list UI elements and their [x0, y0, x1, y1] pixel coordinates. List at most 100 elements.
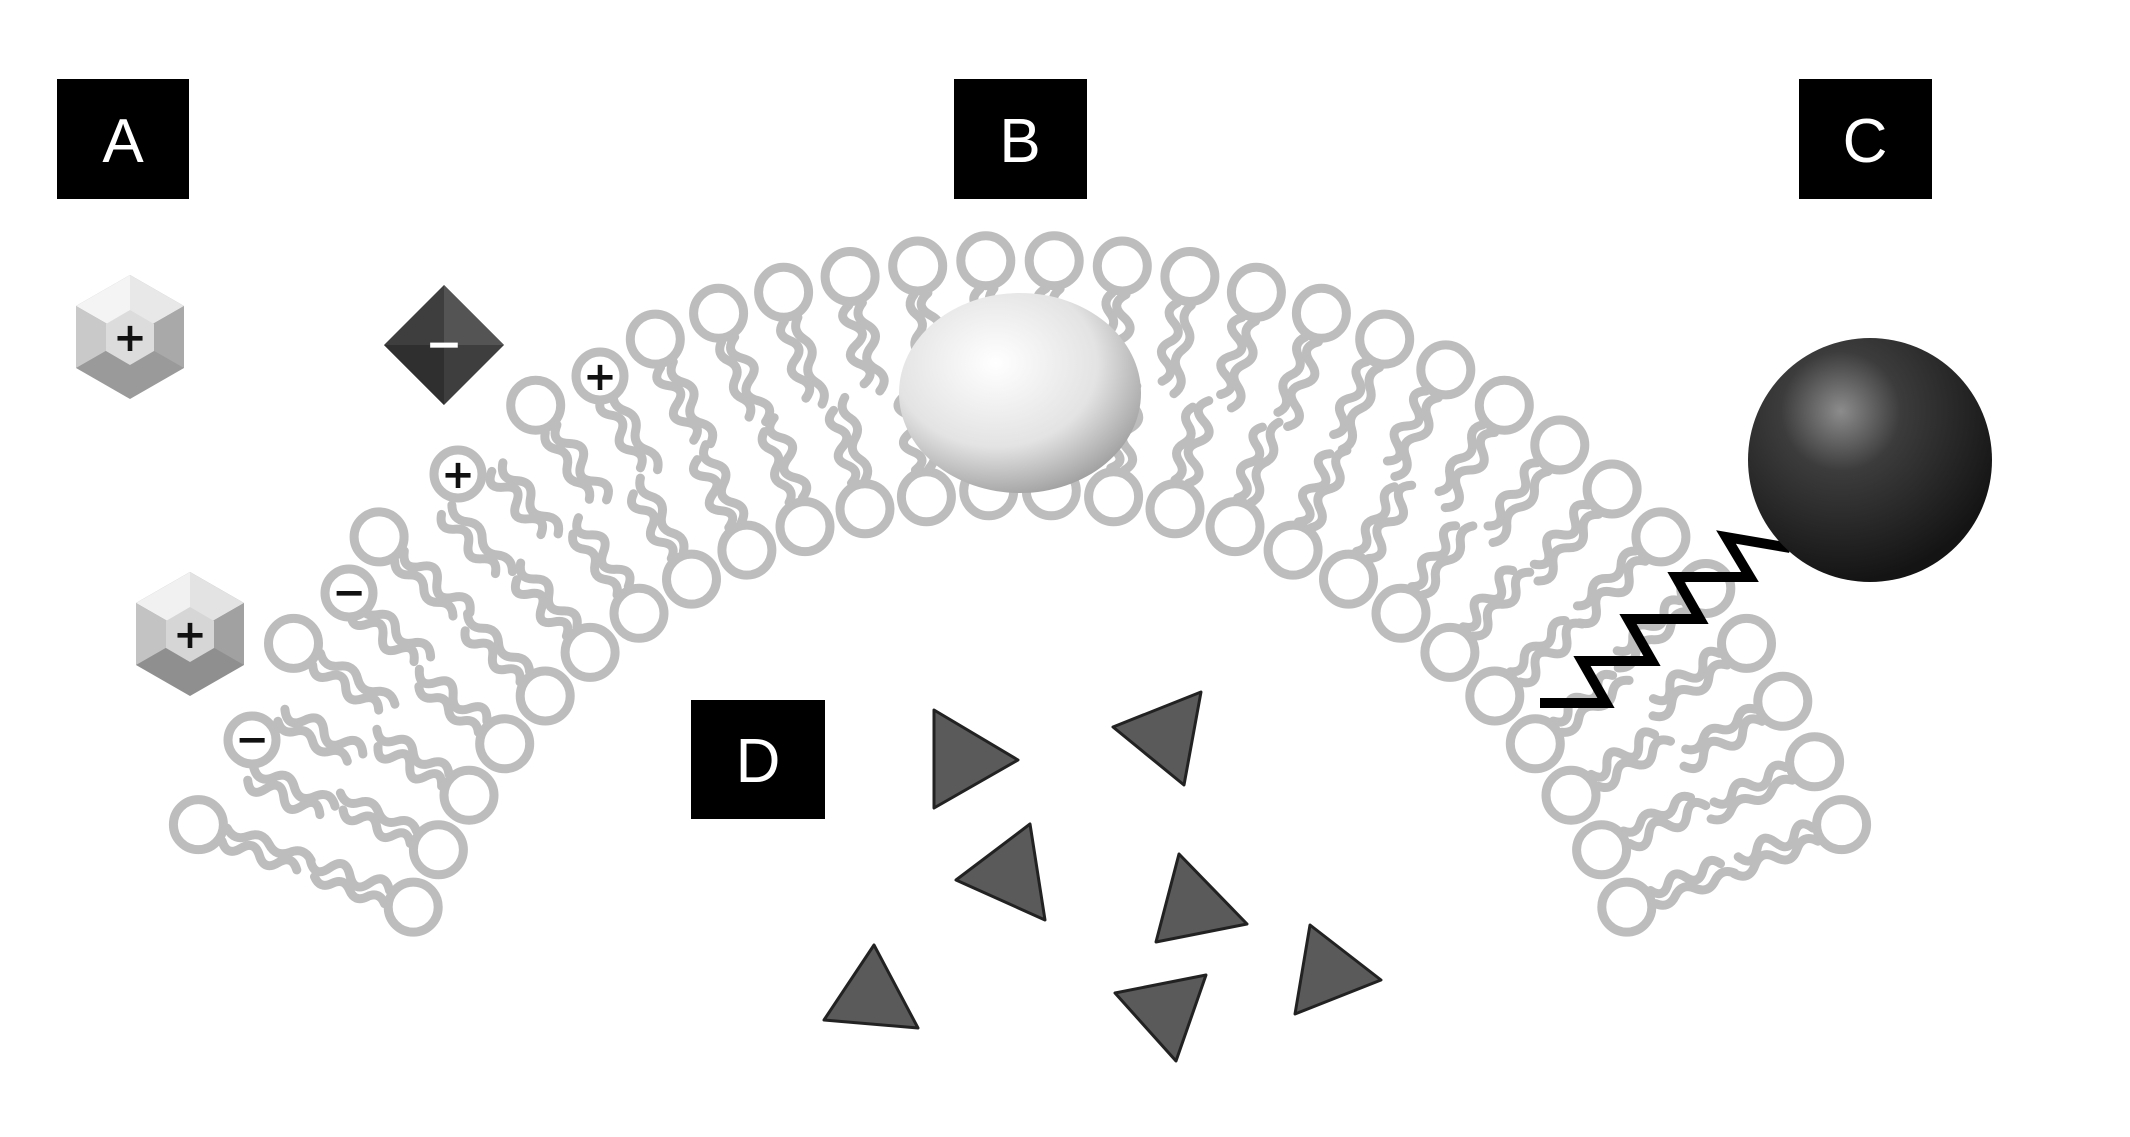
lipid-tail: [485, 466, 548, 540]
lipid-head: [896, 467, 956, 527]
lipid-tail: [1729, 834, 1823, 881]
lipid-tail: [757, 427, 796, 507]
lipid-tail: [399, 546, 475, 618]
plus-sign: +: [441, 452, 475, 498]
lipid-tail: [346, 607, 419, 667]
lipid-tail: [824, 405, 861, 488]
lipid-head: [717, 520, 777, 580]
lipid-tail: [540, 428, 595, 504]
lipid-head: [475, 714, 535, 774]
drug-triangle-icon: [1111, 690, 1203, 787]
lipid-tail: [1706, 774, 1797, 825]
lipid-tail: [853, 298, 889, 396]
lipid-tail: [550, 420, 613, 505]
lipid-tail: [1648, 659, 1732, 722]
lipid-tail: [1681, 703, 1760, 755]
charged-head-minus-1: −: [320, 564, 378, 622]
lipid-tail: [1586, 727, 1660, 782]
drug-triangle-icon: [1154, 852, 1249, 944]
lipid-head: [956, 231, 1016, 291]
lipid-head: [625, 309, 685, 369]
lipid-head: [264, 613, 323, 673]
lipid-head: [775, 497, 835, 557]
lipid-head: [383, 877, 443, 937]
lipid-tail: [1390, 393, 1443, 481]
drug-triangle-icon: [954, 822, 1047, 922]
lipid-head: [1092, 236, 1152, 296]
lipid-tail: [1216, 312, 1247, 399]
lipid-tail: [217, 836, 302, 875]
lipid-tail: [1648, 646, 1724, 706]
lipid-tail: [1294, 449, 1335, 527]
lipid-head: [1416, 340, 1476, 400]
lipid-head: [1785, 732, 1845, 792]
positive-hexagon-icon: +: [136, 572, 244, 696]
lipid-tail: [1337, 363, 1384, 454]
drug-molecules: [822, 690, 1383, 1063]
lipid-tail: [627, 489, 678, 563]
lipid-tail: [310, 872, 389, 909]
lipid-tail: [1156, 298, 1183, 386]
lipid-tail: [1233, 422, 1267, 503]
lipid-tail: [1488, 466, 1553, 547]
lipid-tail: [635, 473, 689, 556]
lipid-tail: [436, 509, 501, 579]
lipid-head: [1541, 765, 1601, 825]
lipid-head: [754, 262, 814, 322]
lipid-tail: [1170, 402, 1198, 485]
lipid-head: [168, 795, 228, 855]
lipid-head: [1291, 283, 1351, 343]
lipid-tail: [1572, 546, 1641, 611]
label-c: C: [1799, 79, 1932, 199]
lipid-tail: [838, 300, 875, 389]
lipid-tail: [1283, 337, 1323, 431]
attached-sphere-icon: [1748, 338, 1992, 582]
lipid-tail: [515, 558, 582, 632]
lipid-head: [439, 765, 499, 825]
lipid-tail: [305, 855, 394, 895]
lipid-tail: [1679, 714, 1767, 774]
lipid-tail: [1440, 428, 1500, 513]
peg-linker-icon: [1540, 530, 1791, 708]
lipid-head: [888, 236, 948, 296]
lipid-tail: [1483, 458, 1542, 531]
lipid-head: [820, 247, 880, 306]
lipid-tail: [791, 312, 829, 409]
lipid-tail: [765, 413, 812, 503]
lipid-tail: [273, 716, 352, 766]
lipid-tail: [510, 575, 573, 641]
lipid-tail: [1469, 567, 1535, 641]
label-c-text: C: [1843, 107, 1888, 176]
lipid-head: [1420, 622, 1480, 682]
lipid-head: [1812, 795, 1872, 855]
lipid-tail: [372, 724, 454, 779]
embedded-sphere-icon: [899, 293, 1141, 493]
lipid-tail: [1575, 556, 1650, 629]
label-d: D: [691, 700, 825, 819]
lipid-tail: [243, 775, 325, 820]
plus-sign: +: [173, 612, 207, 658]
lipid-head: [506, 375, 566, 435]
charged-head-minus-2: −: [223, 711, 281, 769]
drug-triangle-icon: [1293, 923, 1383, 1016]
label-a-text: A: [102, 107, 144, 176]
label-b: B: [954, 79, 1087, 199]
lipid-heads: [168, 231, 1872, 937]
lipid-head: [1631, 507, 1691, 567]
lipid-tail: [460, 626, 525, 687]
lipid-tail: [1226, 316, 1261, 413]
lipid-head: [515, 666, 575, 726]
lipid-head: [1355, 309, 1415, 369]
lipid-head: [1505, 714, 1565, 774]
lipid-head: [1572, 820, 1632, 880]
lipid-tail: [776, 316, 815, 403]
lipid-head: [1263, 520, 1323, 580]
lipid-tail: [1418, 521, 1478, 600]
lipid-head: [1530, 415, 1590, 475]
lipid-tail: [1329, 357, 1372, 439]
lipid-tail: [608, 386, 663, 475]
charged-head-plus-1: +: [571, 347, 629, 405]
lipid-head: [1084, 467, 1144, 527]
lipid-head: [1160, 247, 1220, 306]
